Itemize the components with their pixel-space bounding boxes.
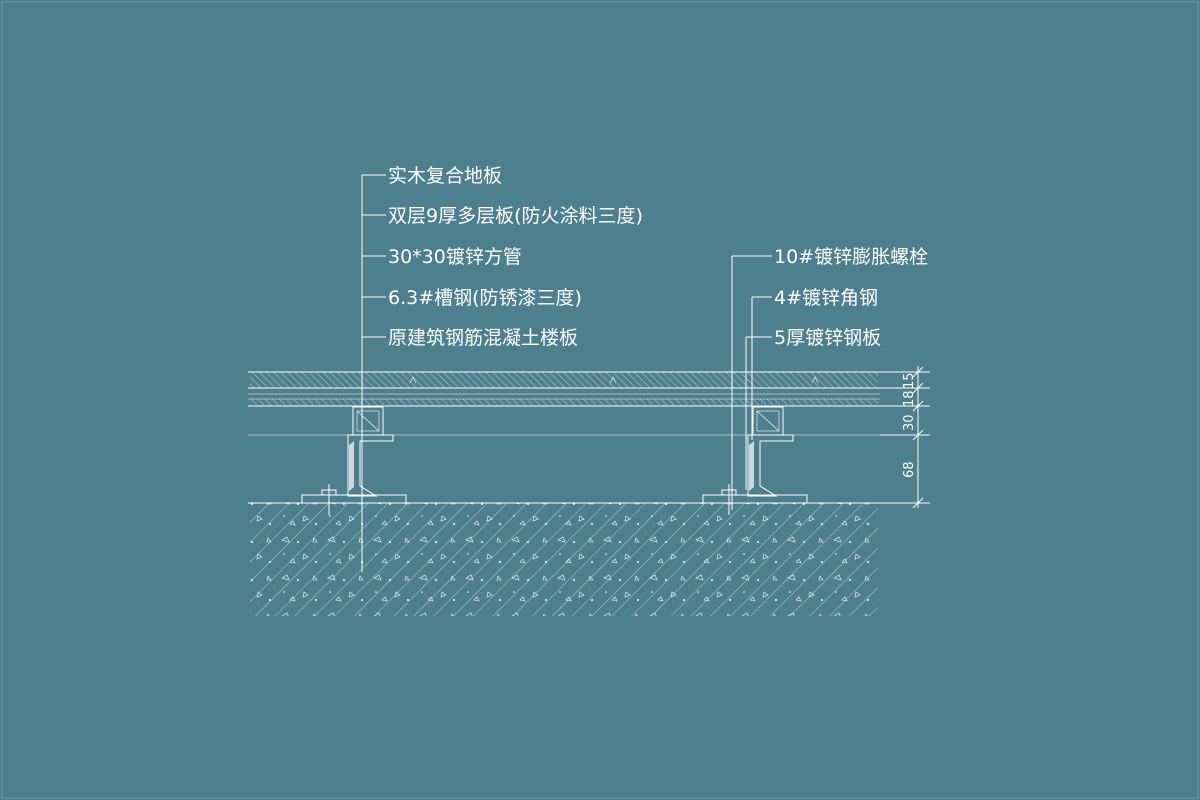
- right-label-list: 10#镀锌膨胀螺栓 4#镀锌角钢 5厚镀锌钢板: [774, 246, 928, 349]
- dimension-chain: 15 18 30 68: [880, 366, 930, 509]
- support-right: [702, 406, 808, 515]
- label-plywood: 双层9厚多层板(防火涂料三度): [388, 205, 643, 227]
- concrete-slab: [248, 502, 880, 616]
- leader-left: [361, 174, 386, 572]
- label-square-tube: 30*30镀锌方管: [388, 246, 522, 268]
- label-wood-flooring: 实木复合地板: [388, 165, 502, 187]
- label-steel-plate: 5厚镀锌钢板: [774, 327, 881, 349]
- dim-channel: 68: [902, 461, 917, 478]
- dim-plywood: 18: [902, 390, 917, 407]
- dim-flooring: 15: [902, 372, 917, 389]
- label-expansion-bolt: 10#镀锌膨胀螺栓: [774, 246, 928, 268]
- label-angle-steel: 4#镀锌角钢: [774, 287, 878, 309]
- dim-tube: 30: [902, 414, 917, 431]
- leader-right: [731, 255, 772, 510]
- floor-layers: [248, 371, 880, 436]
- support-left: [301, 406, 407, 515]
- label-channel-steel: 6.3#槽钢(防锈漆三度): [388, 287, 582, 309]
- left-label-list: 实木复合地板 双层9厚多层板(防火涂料三度) 30*30镀锌方管 6.3#槽钢(…: [388, 165, 643, 349]
- label-concrete-slab: 原建筑钢筋混凝土楼板: [388, 327, 578, 349]
